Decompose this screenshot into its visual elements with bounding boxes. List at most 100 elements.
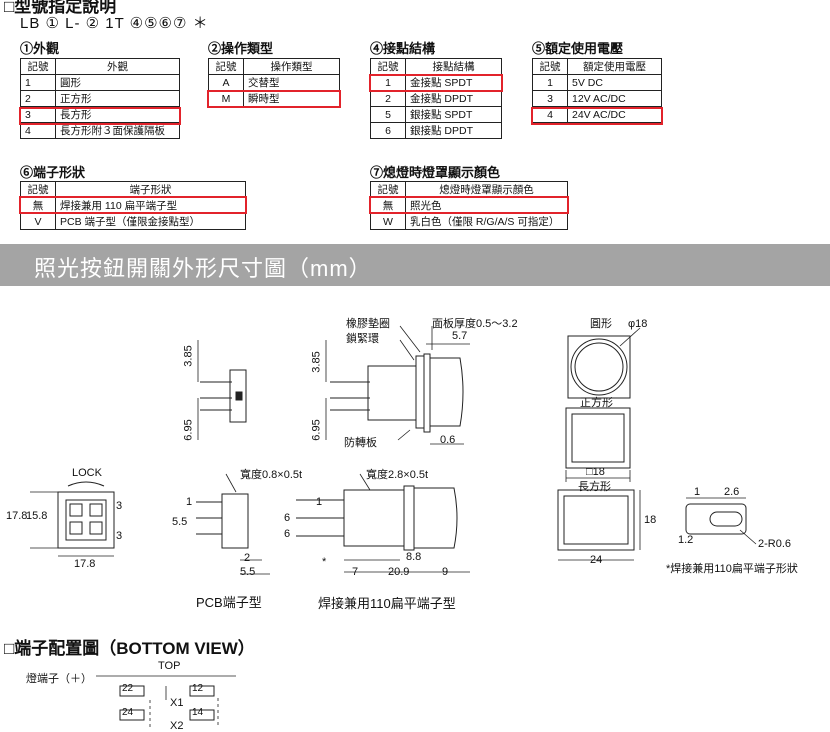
cell: PCB 端子型（僅限金接點型） — [55, 213, 246, 230]
cell: 銀接點 DPDT — [405, 122, 502, 139]
dimension-drawing — [30, 325, 757, 575]
terminal-24: 24 — [122, 707, 134, 718]
dim-2-6: 2.6 — [724, 486, 740, 498]
model-code: LB ① L- ② 1T ④⑤⑥⑦ ＊ — [20, 15, 209, 32]
col-header: 記號 — [532, 58, 568, 75]
pcb-type-label: PCB端子型 — [196, 595, 262, 610]
dim-15-8: 15.8 — [26, 510, 48, 522]
cell: 2 — [370, 90, 406, 107]
col-header: 記號 — [208, 58, 244, 75]
solder-note: *焊接兼用110扁平端子形狀 — [666, 563, 798, 575]
x1-label: X1 — [170, 697, 184, 709]
dim-0-6: 0.6 — [440, 434, 456, 446]
cell: V — [20, 213, 56, 230]
section-title: □型號指定說明 — [4, 0, 117, 16]
rectangle-label: 長方形 — [578, 481, 611, 493]
dim-3-85-b: 3.85 — [310, 351, 323, 373]
highlight-box — [19, 196, 247, 214]
dim-1-b: 1 — [316, 496, 323, 508]
terminal-shape-title: ⑥端子形狀 — [20, 165, 86, 180]
col-header: 熄燈時燈罩顯示顏色 — [405, 181, 568, 198]
pcb-terminal-view — [196, 473, 270, 575]
terminal-12: 12 — [192, 683, 204, 694]
dim-3-a: 3 — [116, 500, 123, 512]
dim-1-a: 1 — [186, 496, 193, 508]
highlight-box — [369, 196, 569, 214]
square18-label: □18 — [586, 466, 605, 478]
dim-6-a: 6 — [284, 512, 291, 524]
table-row: 無照光色 — [370, 197, 568, 214]
dim-9: 9 — [442, 566, 449, 578]
col-header: 記號 — [370, 58, 406, 75]
anti-rotation-label: 防轉板 — [344, 437, 377, 449]
cell: 5 — [370, 106, 406, 123]
highlight-box — [207, 90, 341, 108]
dim-6-b: 6 — [284, 528, 291, 540]
dim-18: 18 — [644, 514, 657, 526]
dim-6-95-b: 6.95 — [310, 419, 323, 441]
cell: 金接點 DPDT — [405, 90, 502, 107]
lamp-color-title: ⑦熄燈時燈罩顯示顏色 — [370, 165, 501, 180]
voltage-title: ⑤額定使用電壓 — [532, 41, 624, 56]
cell: 銀接點 SPDT — [405, 106, 502, 123]
dim-17-8-v: 17.8 — [6, 510, 28, 522]
solder-type-label: 焊接兼用110扁平端子型 — [318, 596, 456, 611]
cell: 12V AC/DC — [567, 90, 662, 107]
panel-thickness-label: 面板厚度0.5～3.2 — [432, 318, 518, 330]
star-mark: * — [322, 556, 327, 568]
col-header: 額定使用電壓 — [567, 58, 662, 75]
dim-8-8: 8.8 — [406, 551, 422, 563]
rubber-ring-label: 橡膠墊圈 — [346, 318, 390, 330]
dim-5-7: 5.7 — [452, 330, 468, 342]
width-28-label: 寬度2.8×0.5t — [366, 469, 429, 481]
cell: 交替型 — [243, 74, 340, 91]
col-header: 接點結構 — [405, 58, 502, 75]
x2-label: X2 — [170, 720, 184, 732]
cell: 6 — [370, 122, 406, 139]
cell: 正方形 — [55, 90, 180, 107]
lock-ring-label: 鎖緊環 — [346, 333, 379, 345]
dim-6-95-a: 6.95 — [182, 419, 195, 441]
side-view-main — [325, 325, 470, 445]
cell: 1 — [20, 74, 56, 91]
dim-1-c: 1 — [694, 486, 701, 498]
cell: 5V DC — [567, 74, 662, 91]
phi18-label: φ18 — [628, 318, 648, 330]
dim-3-b: 3 — [116, 530, 123, 542]
cell: 3 — [532, 90, 568, 107]
cell: 2 — [20, 90, 56, 107]
dim-7: 7 — [352, 566, 359, 578]
col-header: 操作類型 — [243, 58, 340, 75]
square-front-view — [565, 407, 631, 482]
cell: 1 — [532, 74, 568, 91]
contact-title: ④接點結構 — [370, 41, 436, 56]
lamp-terminal-label: 燈端子（＋） — [26, 673, 92, 685]
cell: 焊接兼用 110 扁平端子型 — [55, 197, 246, 214]
col-header: 外觀 — [55, 58, 180, 75]
round-label: 圓形 — [590, 318, 612, 330]
cell: 圓形 — [55, 74, 180, 91]
terminal-detail — [685, 497, 757, 545]
dim-17-8-h: 17.8 — [74, 558, 96, 570]
highlight-box — [531, 107, 663, 125]
cell: A — [208, 74, 244, 91]
rectangle-front-view — [557, 489, 641, 561]
terminal-diagram — [96, 675, 236, 728]
col-header: 記號 — [370, 181, 406, 198]
highlight-box — [19, 107, 181, 125]
col-header: 記號 — [20, 58, 56, 75]
